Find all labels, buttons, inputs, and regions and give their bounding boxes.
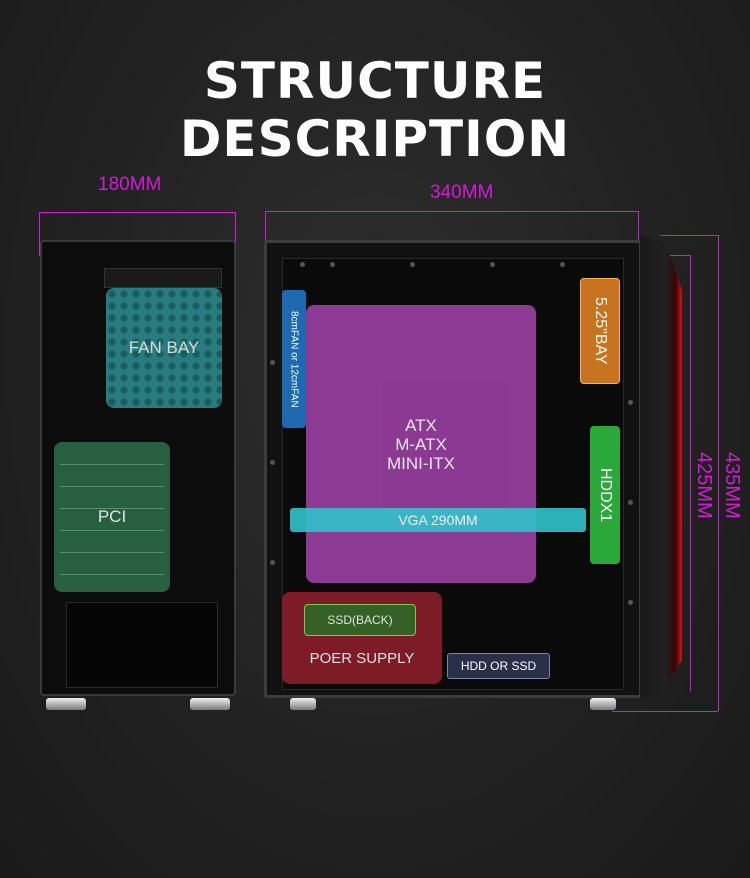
length-dimension-label: 340MM	[430, 182, 494, 203]
fan-mount-label: 8cmFAN or 12cmFAN	[288, 310, 300, 408]
length-dimension-line	[265, 211, 638, 212]
screw	[270, 360, 275, 365]
screw	[270, 560, 275, 565]
pci-zone: PCI	[54, 442, 170, 592]
pci-slot-line	[60, 574, 164, 575]
motherboard-label-matx: M-ATX	[395, 434, 447, 454]
inner-height-top-line	[670, 255, 690, 256]
vga-label: VGA 290MM	[398, 512, 478, 528]
front-panel-red-accent	[640, 234, 682, 698]
side-foot-right	[590, 698, 616, 710]
rear-bottom-psu-opening	[66, 602, 218, 688]
pci-slot-line	[60, 530, 164, 531]
length-dimension-tick-left	[265, 211, 266, 255]
side-foot-left	[290, 698, 316, 710]
width-dimension-tick-left	[39, 212, 40, 256]
rear-foot-right	[190, 698, 230, 710]
hdd-label: HDDX1	[597, 467, 614, 523]
motherboard-zone: ATX M-ATX MINI-ITX	[306, 305, 536, 583]
screw	[270, 460, 275, 465]
screw	[628, 500, 633, 505]
motherboard-label-atx: ATX	[405, 415, 437, 435]
vga-zone: VGA 290MM	[290, 508, 586, 532]
drive-bay-zone: 5.25"BAY	[580, 278, 620, 384]
screw	[628, 400, 633, 405]
width-dimension-tick-right	[235, 212, 236, 256]
pci-slot-line	[60, 508, 164, 509]
outer-height-line	[718, 235, 719, 711]
power-supply-zone: SSD(BACK) POER SUPPLY	[282, 592, 442, 684]
page-title: STRUCTURE DESCRIPTION	[179, 52, 571, 168]
outer-height-top-line	[660, 235, 718, 236]
rear-top-vent	[104, 268, 222, 288]
drive-bay-label: 5.25"BAY	[592, 297, 609, 365]
fan-bay-zone: FAN BAY	[106, 288, 222, 408]
width-dimension-label: 180MM	[98, 174, 162, 195]
inner-height-label: 425MM	[693, 452, 715, 519]
screw	[300, 262, 305, 267]
screw	[628, 600, 633, 605]
hdd-zone: HDDX1	[590, 426, 620, 564]
outer-height-label: 435MM	[721, 452, 743, 519]
hdd-or-ssd-label: HDD OR SSD	[460, 659, 537, 673]
ssd-back-label: SSD(BACK)	[327, 613, 393, 627]
pci-slot-line	[60, 552, 164, 553]
motherboard-label-miniitx: MINI-ITX	[387, 453, 455, 473]
fan-mount-zone: 8cmFAN or 12cmFAN	[282, 290, 306, 428]
length-dimension-tick-right	[638, 211, 639, 247]
power-supply-label: POER SUPPLY	[309, 650, 415, 667]
pci-slot-line	[60, 464, 164, 465]
hdd-or-ssd-zone: HDD OR SSD	[447, 653, 550, 679]
screw	[490, 262, 495, 267]
fan-bay-label: FAN BAY	[128, 338, 200, 357]
rear-foot-left	[46, 698, 86, 710]
ssd-back-zone: SSD(BACK)	[304, 604, 416, 636]
pci-slot-line	[60, 486, 164, 487]
width-dimension-line	[39, 212, 235, 213]
screw	[330, 262, 335, 267]
outer-height-bottom-line	[612, 711, 718, 712]
pci-label: PCI	[97, 507, 127, 526]
screw	[410, 262, 415, 267]
screw	[560, 262, 565, 267]
inner-height-line	[690, 255, 691, 691]
